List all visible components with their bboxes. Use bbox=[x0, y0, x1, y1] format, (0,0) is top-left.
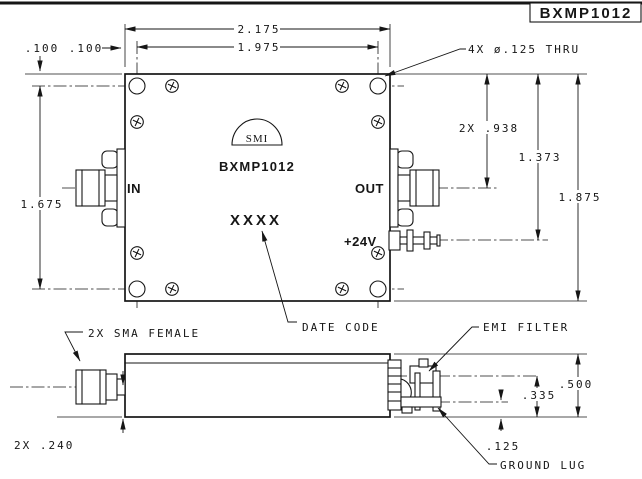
dim-ground-lug-center: .125 bbox=[486, 440, 521, 453]
title-part-number: BXMP1012 bbox=[540, 5, 633, 22]
dim-hole-offset-top: .100 bbox=[25, 42, 60, 55]
mounting-hole bbox=[128, 77, 146, 95]
mounting-hole bbox=[128, 280, 146, 298]
emi-filter-tab bbox=[418, 358, 429, 368]
screw-icon bbox=[165, 282, 179, 296]
dim-power-drop: 1.373 bbox=[518, 151, 561, 164]
emi-filter-body bbox=[409, 365, 437, 384]
side-view bbox=[10, 353, 536, 418]
chassis-outline bbox=[124, 73, 391, 302]
mounting-hole bbox=[369, 77, 387, 95]
screw-icon bbox=[335, 79, 349, 93]
in-label: IN bbox=[127, 181, 141, 196]
top-view: SMI BXMP1012 XXXX IN OUT +24V bbox=[32, 41, 548, 308]
date-code-placeholder: XXXX bbox=[230, 212, 282, 229]
model-silkscreen: BXMP1012 bbox=[219, 159, 295, 174]
out-label: OUT bbox=[355, 181, 384, 196]
smi-logo-text: SMI bbox=[246, 133, 269, 145]
sma-connector-out bbox=[389, 148, 440, 228]
dim-hole-span-width: 1.975 bbox=[237, 41, 280, 54]
power-label: +24V bbox=[344, 234, 377, 249]
ground-lug-leader bbox=[437, 407, 497, 465]
callout-emi-filter: EMI FILTER bbox=[483, 321, 569, 334]
mounting-holes-note: 4X ø.125 THRU bbox=[468, 43, 580, 56]
mounting-holes-leader bbox=[384, 48, 466, 77]
dim-body-height: .500 bbox=[559, 378, 594, 391]
title-box bbox=[529, 2, 642, 23]
title-block: BXMP1012 bbox=[0, 1, 642, 23]
cover-screws bbox=[130, 79, 385, 296]
side-view-dimensions: .500 .335 .125 2X .240 2X SMA FEMALE DAT… bbox=[14, 230, 594, 472]
dim-overall-width: 2.175 bbox=[237, 23, 280, 36]
dim-emi-center: .335 bbox=[522, 389, 557, 402]
rear-hardware bbox=[387, 358, 442, 414]
sma-female-leader bbox=[64, 331, 83, 362]
sma-connector-side bbox=[75, 369, 126, 405]
dim-connector-drop: 2X .938 bbox=[459, 122, 519, 135]
callout-ground-lug: GROUND LUG bbox=[500, 459, 586, 472]
callout-sma-female: 2X SMA FEMALE bbox=[88, 327, 200, 340]
mounting-hole bbox=[369, 280, 387, 298]
dim-hole-offset-left: .100 bbox=[69, 42, 104, 55]
mounting-holes bbox=[128, 77, 387, 298]
screw-icon bbox=[335, 282, 349, 296]
screw-icon bbox=[130, 246, 144, 260]
power-feedthrough bbox=[388, 229, 441, 252]
sma-connector-in bbox=[75, 148, 126, 228]
emi-filter-leader bbox=[428, 326, 479, 372]
screw-icon bbox=[371, 246, 385, 260]
dim-connector-center: 2X .240 bbox=[14, 439, 74, 452]
smi-logo-dome bbox=[231, 118, 283, 146]
screw-icon bbox=[130, 115, 144, 129]
side-body bbox=[124, 353, 391, 418]
top-view-dimensions: 2.175 1.975 .100 .100 4X ø.125 THRU 2X .… bbox=[17, 22, 601, 302]
silkscreen: SMI BXMP1012 XXXX IN OUT +24V bbox=[127, 118, 384, 249]
dim-hole-span-height: 1.675 bbox=[20, 198, 63, 211]
callout-date-code: DATE CODE bbox=[302, 321, 380, 334]
date-code-leader bbox=[261, 230, 297, 323]
screw-icon bbox=[165, 79, 179, 93]
screw-icon bbox=[371, 115, 385, 129]
dim-overall-height: 1.875 bbox=[558, 191, 601, 204]
ground-lug-bar bbox=[400, 396, 442, 408]
